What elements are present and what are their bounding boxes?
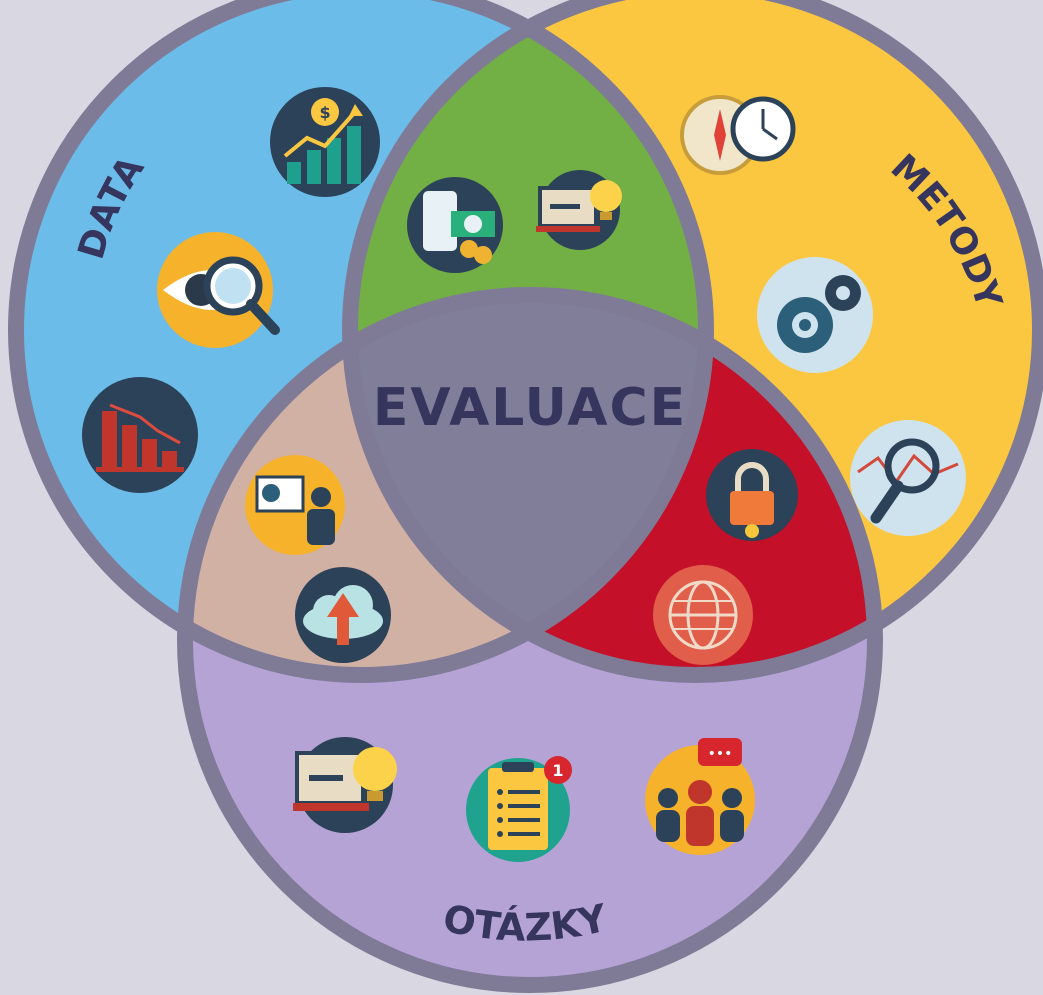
eye-magnifier-icon	[157, 232, 280, 348]
declining-bar-chart-icon	[82, 377, 198, 493]
laptop-idea-icon	[536, 170, 622, 250]
security-lock-icon	[706, 449, 798, 541]
otazky-circle-outline	[177, 287, 883, 993]
notification-badge: 1	[552, 761, 563, 780]
center-title: EVALUACE	[373, 378, 687, 438]
cloud-upload-icon	[295, 567, 391, 663]
gears-icon	[757, 257, 873, 373]
chat-bubble-dots: •••	[708, 746, 733, 762]
dollar-sign: $	[319, 103, 330, 122]
metody-circle-outline	[342, 0, 1043, 683]
magnified-graph-icon	[850, 420, 966, 536]
notification-clipboard-icon: 1	[466, 756, 572, 862]
compass-clock-icon	[680, 95, 796, 175]
globe-icon	[653, 565, 753, 665]
discussion-group-icon: •••	[645, 738, 755, 855]
mobile-payment-icon	[407, 177, 503, 273]
data-circle-outline	[8, 0, 714, 683]
idea-laptop-icon	[293, 737, 397, 833]
presentation-icon	[245, 455, 345, 555]
growth-chart-icon: $	[270, 87, 380, 197]
